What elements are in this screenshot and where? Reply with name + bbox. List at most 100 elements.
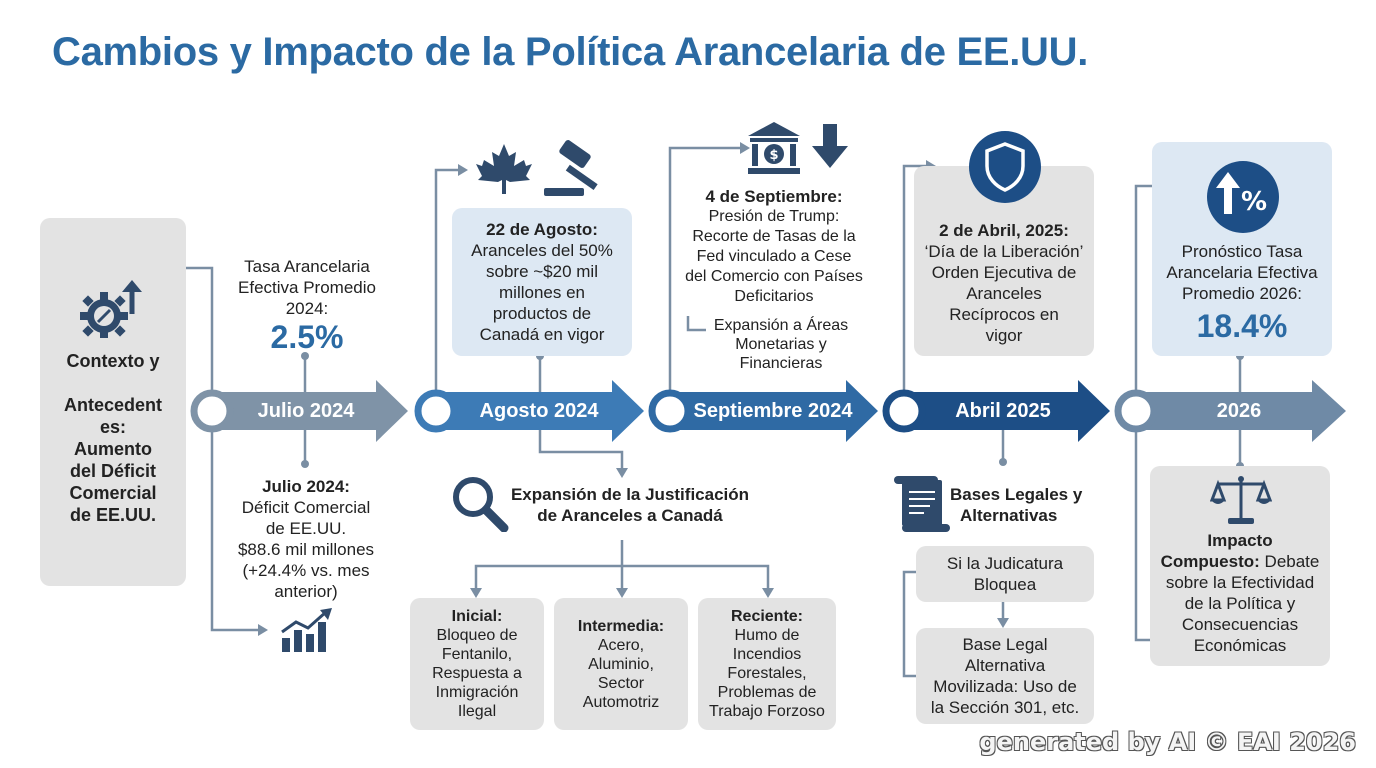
context-box: Contexto y Antecedent es: Aumento del Dé… (40, 218, 186, 586)
septiembre-line: Deficitarios (734, 288, 814, 305)
context-line: Aumento (73, 439, 152, 459)
gear-arrow-icon (80, 280, 142, 338)
septiembre-line: Presión de Trump: (708, 208, 840, 225)
context-line: Comercial (69, 483, 157, 503)
julio-tasa-line: 2024: (285, 299, 329, 318)
gavel-icon (544, 140, 598, 196)
abril-heading: 2 de Abril, 2025: (939, 221, 1069, 240)
julio-deficit-line: $88.6 mil millones (237, 540, 375, 559)
timeline-arrow-2026 (1136, 380, 1346, 442)
down-arrow-icon (812, 124, 848, 168)
abril-line: Orden Ejecutiva de (931, 263, 1077, 282)
phase-line: Automotriz (582, 693, 660, 711)
svg-text:$: $ (769, 148, 778, 163)
abril-line: Recíprocos en (949, 305, 1059, 324)
agosto-line: Canadá en vigor (479, 325, 605, 344)
alternativa-box: Base Legal Alternativa Movilizada: Uso d… (916, 628, 1094, 724)
impacto-line: Consecuencias (1181, 615, 1299, 634)
bank-icon: $ (748, 122, 800, 174)
bases-line: Bases Legales y (950, 485, 1083, 504)
page-title: Cambios y Impacto de la Política Arancel… (52, 30, 1089, 74)
bar-chart-icon (281, 608, 332, 652)
julio-deficit-line: (+24.4% vs. mes (242, 561, 370, 580)
agosto-heading: 22 de Agosto: (486, 220, 598, 239)
percent-up-icon: % (1207, 161, 1279, 233)
agosto-line: productos de (492, 304, 592, 323)
judicatura-line: Bloquea (973, 575, 1037, 594)
septiembre-line: Recorte de Tasas de la (692, 228, 856, 245)
judicatura-line: Si la Judicatura (946, 554, 1064, 573)
timeline-label-septiembre: Septiembre 2024 (693, 400, 853, 422)
phase-heading: Reciente: (730, 608, 804, 625)
timeline-node-abril (882, 389, 926, 433)
abril-line: vigor (985, 326, 1023, 345)
timeline-node-agosto (414, 389, 458, 433)
bases-line: Alternativas (960, 506, 1058, 525)
agosto-line: Aranceles del 50% (471, 241, 613, 260)
phase-line: Bloqueo de (436, 627, 518, 644)
forecast-line: Arancelaria Efectiva (1166, 263, 1318, 282)
scales-icon (1210, 476, 1272, 524)
phase-line: Trabajo Forzoso (709, 703, 825, 720)
bases-text: Bases Legales y Alternativas (950, 484, 1106, 526)
impacto-heading: Impacto (1207, 531, 1273, 550)
timeline-arrow-abril (904, 380, 1110, 442)
timeline-arrow-julio (212, 380, 408, 442)
context-line: Antecedent (63, 395, 162, 415)
septiembre-line: del Comercio con Países (685, 268, 863, 285)
abril-line: ‘Día de la Liberación’ (924, 242, 1084, 261)
abril-line: Aranceles (966, 284, 1042, 303)
septiembre-sub: Expansión a Áreas Monetarias y Financier… (708, 316, 854, 373)
timeline-arrow-agosto (436, 380, 644, 442)
maple-leaf-icon (476, 144, 532, 194)
phase-box-reciente: Reciente: Humo de Incendios Forestales, … (698, 598, 836, 730)
julio-deficit-text: Julio 2024: Déficit Comercial de EE.UU. … (220, 476, 392, 602)
alternativa-line: Alternativa (964, 656, 1046, 675)
judicatura-box: Si la Judicatura Bloquea (916, 546, 1094, 602)
phase-heading: Intermedia: (577, 617, 665, 635)
timeline-label-julio: Julio 2024 (257, 400, 355, 422)
alternativa-line: Movilizada: Uso de (933, 677, 1077, 696)
julio-tasa-value: 2.5% (270, 319, 344, 355)
timeline-arrow-septiembre (670, 380, 878, 442)
impacto-heading-tail: Compuesto: (1160, 552, 1260, 571)
alternativa-line: la Sección 301, etc. (930, 698, 1080, 717)
phase-line: Incendios (732, 646, 802, 663)
phase-line: Respuesta a (432, 665, 522, 682)
context-line: de EE.UU. (69, 505, 156, 525)
phase-line: Acero, (597, 636, 645, 654)
impacto-line: Económicas (1193, 636, 1287, 655)
phase-heading: Inicial: (451, 608, 503, 625)
alternativa-line: Base Legal (962, 635, 1048, 654)
julio-deficit-heading: Julio 2024: (262, 477, 350, 496)
impacto-line: Compuesto: Debate (1161, 551, 1320, 572)
phase-line: Ilegal (457, 703, 497, 720)
septiembre-sub-line: Financieras (739, 355, 823, 372)
julio-tasa-line: Efectiva Promedio (238, 278, 376, 297)
septiembre-sub-line: Monetarias y (735, 336, 827, 353)
impacto-tail: Debate (1259, 552, 1320, 571)
impacto-line: de la Política y (1184, 594, 1296, 613)
phase-line: Sector (597, 674, 645, 692)
julio-deficit-line: de EE.UU. (265, 519, 347, 538)
phase-box-inicial: Inicial: Bloqueo de Fentanilo, Respuesta… (410, 598, 544, 730)
scroll-icon (894, 476, 950, 532)
svg-text:%: % (1241, 187, 1267, 217)
timeline-node-2026 (1114, 389, 1158, 433)
timeline-node-julio (190, 389, 234, 433)
expansion-line: Expansión de la Justificación (510, 485, 750, 504)
julio-deficit-line: anterior) (274, 582, 338, 601)
forecast-line: Pronóstico Tasa (1181, 242, 1303, 261)
phase-box-intermedia: Intermedia: Acero, Aluminio, Sector Auto… (554, 598, 688, 730)
septiembre-text: 4 de Septiembre: Presión de Trump: Recor… (676, 186, 872, 307)
context-line: Contexto y (66, 351, 160, 371)
phase-line: Aluminio, (588, 655, 654, 673)
expansion-line: de Aranceles a Canadá (537, 506, 723, 525)
julio-tasa-text: Tasa Arancelaria Efectiva Promedio 2024:… (222, 256, 392, 355)
agosto-line: millones en (499, 283, 585, 302)
agosto-line: sobre ~$20 mil (486, 262, 598, 281)
septiembre-heading: 4 de Septiembre: (705, 187, 843, 206)
septiembre-sub-line: Expansión a Áreas (713, 317, 849, 334)
